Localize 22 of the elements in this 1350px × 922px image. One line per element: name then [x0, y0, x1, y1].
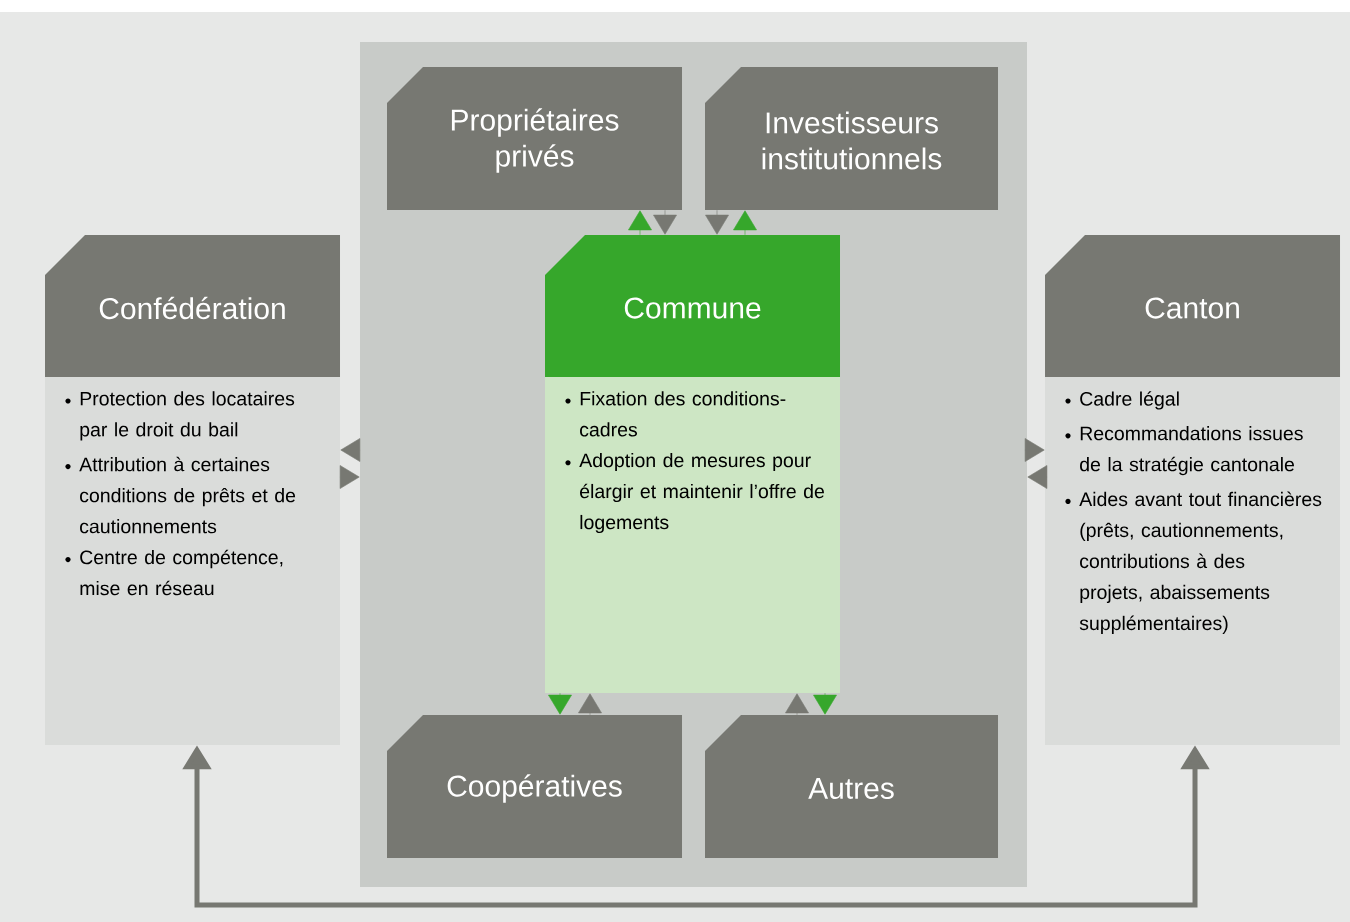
arrow — [339, 465, 360, 489]
card: Confédération Protection des locataires par le droit du bail Attribution à certaines conditions de prêts et de cautionnements Centre de compétence, mise en réseau — [45, 235, 340, 745]
arrow — [813, 692, 837, 715]
node-label: Commune — [624, 297, 761, 319]
arrow — [548, 692, 572, 715]
arrow — [1024, 438, 1045, 462]
arrow — [653, 209, 677, 235]
arrow — [628, 210, 652, 236]
arrow — [705, 209, 729, 235]
card: Canton Cadre légal Recommandations issues de la stratégie cantonale Aides avant tout financières (prêts, cautionnements, contributions à des projets, abaissements supplémentaires) — [1045, 235, 1340, 745]
arrow — [1027, 465, 1048, 489]
header-box: Autres — [705, 715, 998, 858]
arrow — [785, 693, 809, 716]
arrow — [733, 210, 757, 236]
card: Commune Fixation des conditions-cadres Adoption de mesures pour élargir et maintenir l’offre de logements — [545, 235, 840, 693]
header-box: Propriétaires privés — [387, 67, 682, 210]
header-box: Investisseurs institutionnels — [705, 67, 998, 210]
arrow — [578, 693, 602, 716]
header-box: Coopératives — [387, 715, 682, 858]
node-label: Canton — [1145, 297, 1239, 319]
arrow — [340, 438, 361, 462]
node-label: Confédération — [99, 296, 285, 320]
